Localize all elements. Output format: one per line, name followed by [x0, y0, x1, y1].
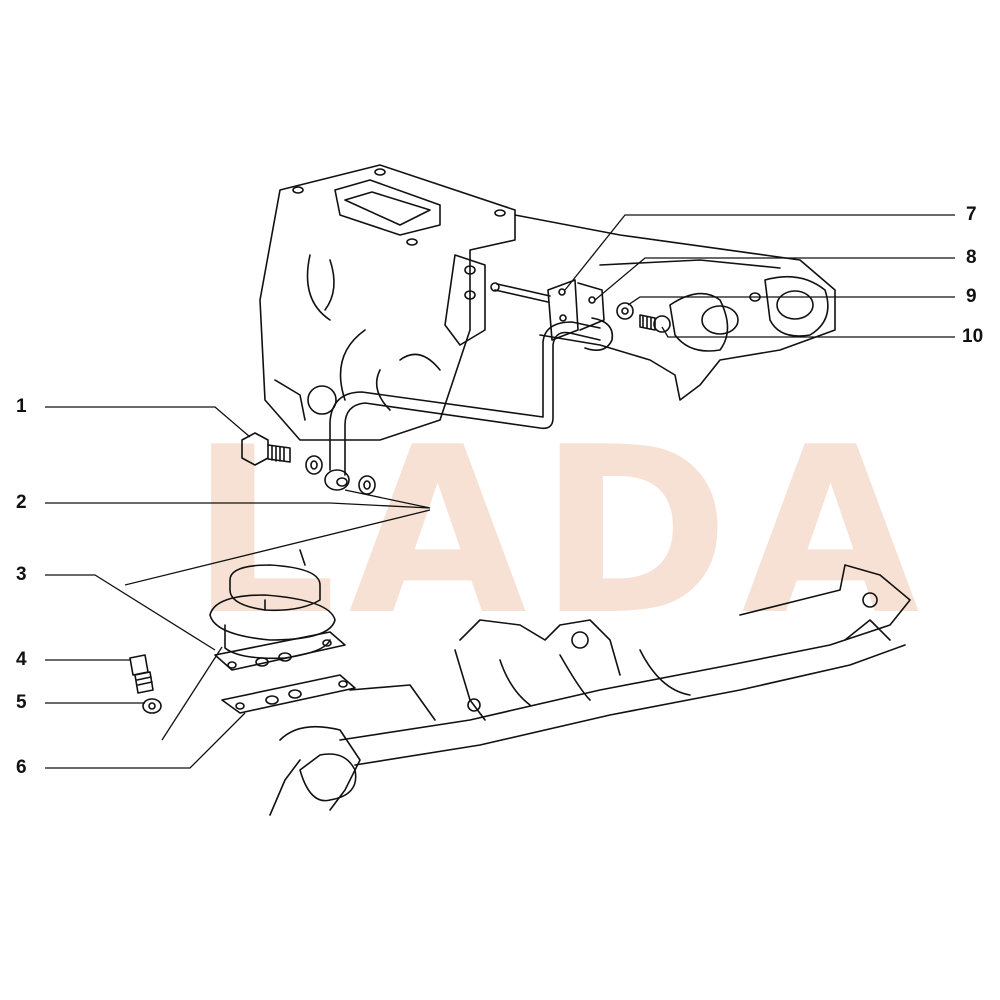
valve-assembly: [209, 549, 346, 671]
callout-8: 8: [966, 247, 977, 268]
washer-9: [616, 302, 634, 320]
bolt-10: [639, 314, 671, 333]
callout-1: 1: [16, 396, 27, 417]
gasket: [221, 674, 436, 721]
callout-9: 9: [966, 286, 977, 307]
sealing-washers: [305, 455, 376, 495]
bolt-4: [129, 654, 154, 694]
callout-10: 10: [962, 326, 984, 347]
banjo-bolt: [241, 432, 291, 466]
turbo-housing: [259, 164, 516, 441]
callout-2: 2: [16, 492, 27, 513]
callout-3: 3: [16, 564, 27, 585]
mounting-stud: [490, 282, 551, 303]
callout-5: 5: [16, 692, 27, 713]
callout-6: 6: [16, 757, 27, 778]
intake-manifold-upper: [514, 214, 836, 401]
oil-feed-pipe: [324, 279, 614, 491]
exhaust-manifold-lower: [269, 564, 911, 816]
washer-5: [142, 698, 162, 714]
callout-4: 4: [16, 649, 27, 670]
callout-7: 7: [966, 204, 977, 225]
leader-lines: [45, 214, 955, 769]
